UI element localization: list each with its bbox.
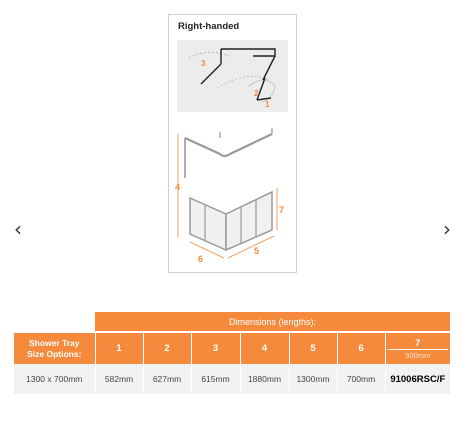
- tray-size-cell: 1300 x 700mm: [14, 364, 96, 394]
- value-cell: 582mm: [95, 364, 144, 394]
- column-header-5: 5: [289, 331, 338, 364]
- figure-label-4: 4: [175, 182, 180, 192]
- product-code-cell: 91006RSC/F: [385, 364, 451, 394]
- value-cell: 627mm: [143, 364, 192, 394]
- column-header-2: 2: [143, 331, 192, 364]
- plan-label-3: 3: [201, 59, 206, 68]
- column-header-1: 1: [95, 331, 144, 364]
- figure-label-6: 6: [198, 254, 203, 264]
- figure-label-5: 5: [254, 246, 259, 256]
- handedness-label: Right-handed: [178, 21, 240, 32]
- column-header-3: 3: [191, 331, 241, 364]
- next-arrow-icon[interactable]: ›: [443, 217, 451, 241]
- prev-arrow-icon[interactable]: ‹: [14, 217, 22, 241]
- shower-enclosure-illustration: 4 7 6 5: [175, 128, 284, 264]
- plan-label-2: 2: [254, 89, 259, 98]
- figure-label-7: 7: [279, 205, 284, 215]
- value-cell: 1300mm: [289, 364, 338, 394]
- value-cell: 615mm: [191, 364, 241, 394]
- value-cell: 1880mm: [240, 364, 290, 394]
- dimensions-title: Dimensions (lengths):: [95, 312, 451, 332]
- plan-label-1: 1: [265, 100, 270, 109]
- plan-view-diagram: 3 2 1: [177, 40, 288, 112]
- value-cell: 700mm: [337, 364, 386, 394]
- table-row: 1300 x 700mm 582mm 627mm 615mm 1880mm 13…: [14, 364, 451, 394]
- column-header-7: 7 900mm: [385, 331, 451, 364]
- column-header-4: 4: [240, 331, 290, 364]
- column-header-6: 6: [337, 331, 386, 364]
